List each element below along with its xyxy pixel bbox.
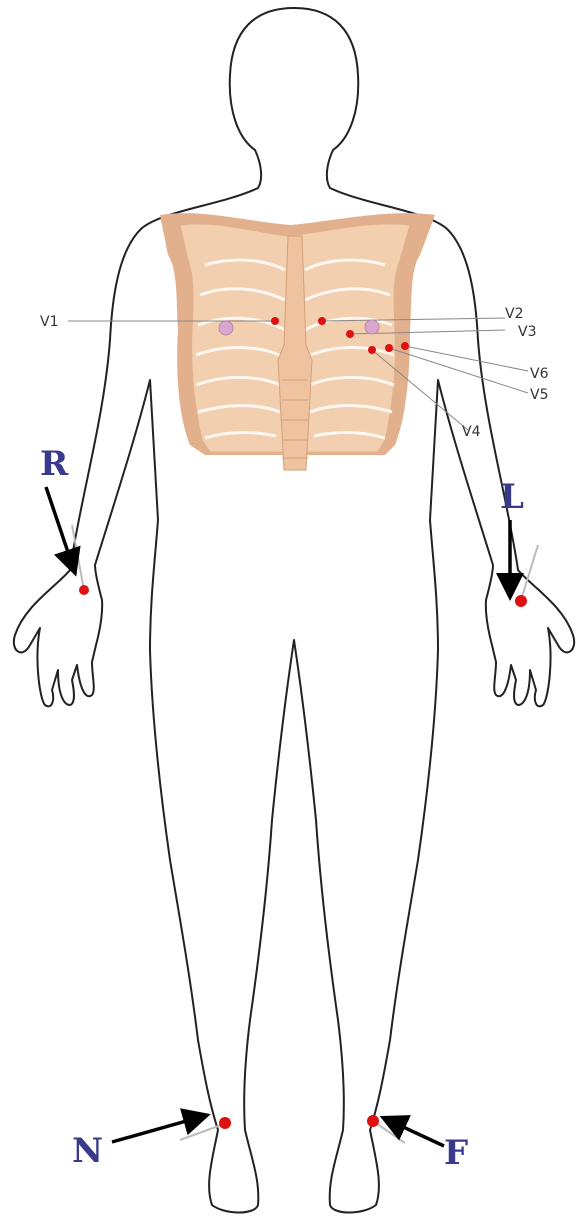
v1-electrode	[271, 317, 279, 325]
ribcage	[160, 213, 435, 470]
right-leg-electrode	[219, 1117, 231, 1129]
right-leg-label: N	[72, 1131, 103, 1171]
v2-label: V2	[505, 306, 523, 322]
left-chest-pad	[365, 320, 379, 334]
right-arm-arrow	[46, 487, 74, 570]
body-silhouette	[14, 8, 574, 1213]
left-arm-electrode	[515, 595, 527, 607]
body-outline	[14, 8, 574, 1213]
v1-label: V1	[40, 314, 58, 330]
left-leg-arrow	[386, 1119, 444, 1146]
v5-electrode	[385, 344, 393, 352]
v4-label: V4	[462, 424, 481, 440]
v3-label: V3	[518, 324, 536, 340]
right-leg-arrow	[112, 1116, 204, 1142]
v4-electrode	[368, 346, 376, 354]
v3-electrode	[346, 330, 354, 338]
left-leg-electrode	[367, 1115, 379, 1127]
right-arm-label: R	[40, 444, 69, 484]
right-arm-electrode	[79, 585, 89, 595]
left-leg-label: F	[444, 1133, 468, 1173]
right-chest-pad	[219, 321, 233, 335]
left-arm-label: L	[500, 477, 524, 517]
v5-label: V5	[530, 387, 548, 403]
v6-electrode	[401, 342, 409, 350]
v2-electrode	[318, 317, 326, 325]
v6-label: V6	[530, 366, 549, 382]
